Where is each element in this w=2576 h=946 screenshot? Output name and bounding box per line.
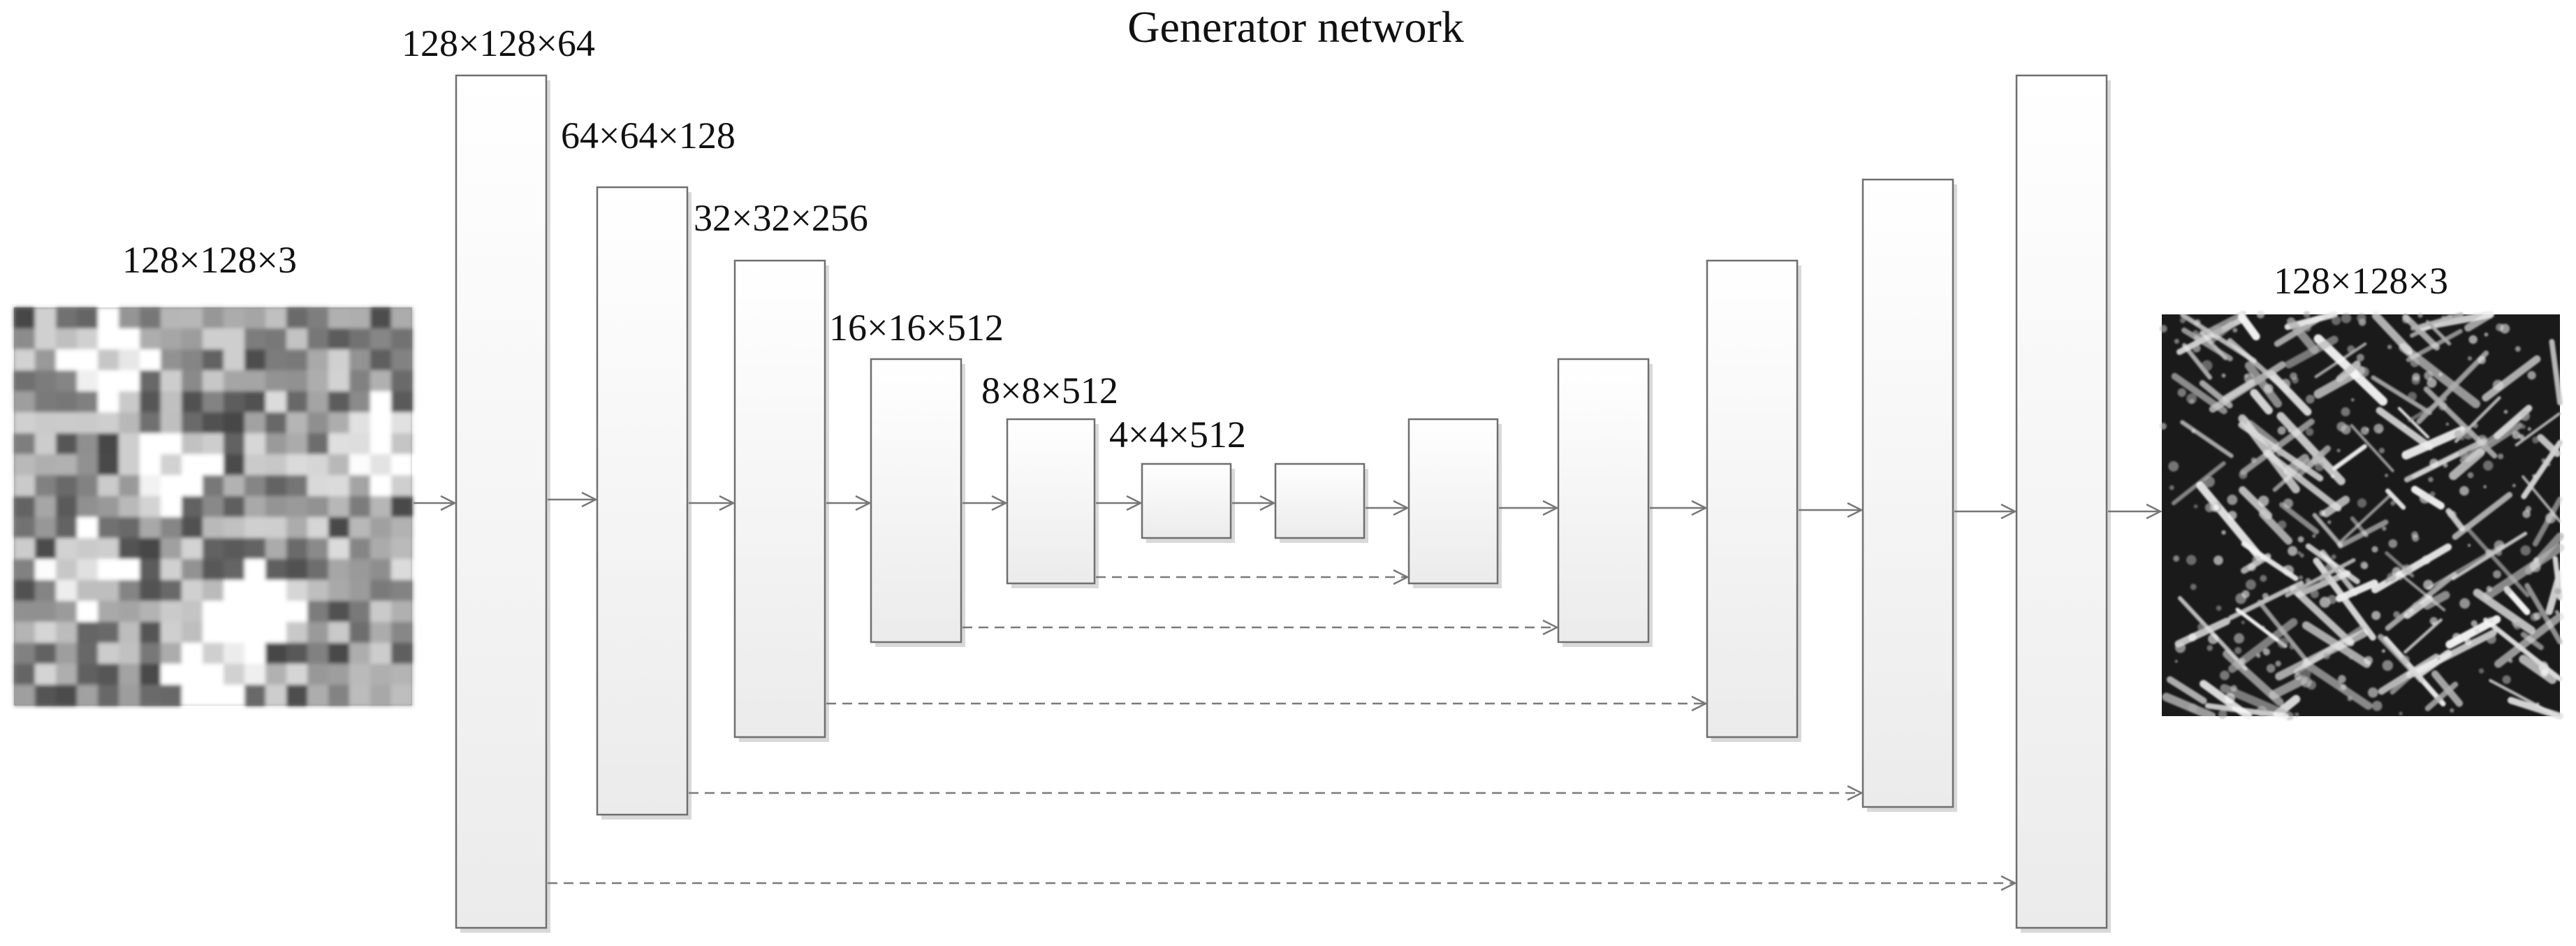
encoder-block-1 [455, 74, 550, 933]
decoder-block-6 [2015, 74, 2111, 933]
encoder-label-6: 4×4×512 [1109, 414, 1246, 456]
input-label: 128×128×3 [122, 239, 297, 281]
encoder-label-4: 16×16×512 [829, 307, 1004, 349]
encoder-block-6 [1141, 463, 1235, 543]
output-image [2159, 310, 2565, 721]
encoder-block-5 [1006, 418, 1099, 588]
forward-arrows [414, 500, 2160, 511]
encoder-label-2: 64×64×128 [561, 115, 736, 157]
encoder-block-2 [596, 186, 691, 820]
encoder-block-3 [733, 259, 829, 742]
decoder-block-2 [1407, 418, 1502, 588]
diagram-title: Generator network [1127, 2, 1464, 52]
input-image [14, 307, 413, 706]
encoder-label-3: 32×32×256 [694, 197, 868, 239]
encoder-label-5: 8×8×512 [981, 370, 1118, 412]
decoder-block-3 [1557, 358, 1653, 647]
decoder-block-5 [1861, 178, 1957, 812]
output-label: 128×128×3 [2274, 260, 2448, 302]
encoder-block-4 [870, 358, 965, 647]
encoder-label-1: 128×128×64 [402, 22, 595, 64]
decoder-block-1 [1274, 463, 1368, 543]
skip-connections [548, 577, 2015, 883]
decoder-block-4 [1706, 259, 1801, 742]
